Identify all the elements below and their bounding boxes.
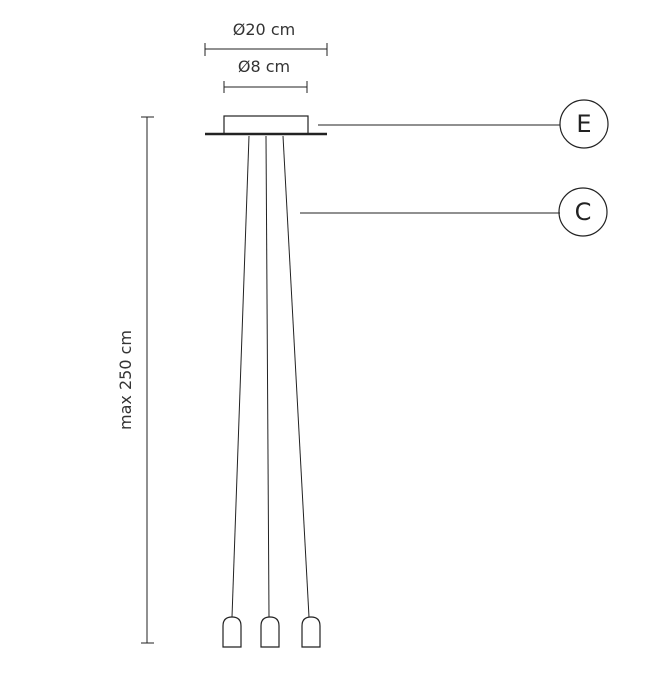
callout-cable-circle [558,187,608,237]
canopy-body [223,115,309,135]
outer-diameter-dimension: Ø20 cm [204,20,328,56]
cable-right [282,135,310,618]
outer-diameter-label: Ø20 cm [233,20,295,39]
inner-diameter-dimension: Ø8 cm [223,57,308,93]
callout-cable: C [300,187,608,237]
cable-center [265,135,270,618]
lamp-head-center [260,616,280,648]
height-label: max 250 cm [116,330,135,430]
inner-diameter-label: Ø8 cm [238,57,290,76]
cables [231,135,310,618]
callout-cable-label: C [575,198,592,226]
callout-canopy-label: E [576,110,591,138]
callout-canopy: E [318,99,609,149]
canopy [205,115,327,136]
lamp-head-left [222,616,242,648]
lamp-head-right [301,616,321,648]
lamp-heads [222,616,321,648]
height-dimension: max 250 cm [116,116,154,644]
cable-left [231,135,250,618]
callout-canopy-circle [559,99,609,149]
